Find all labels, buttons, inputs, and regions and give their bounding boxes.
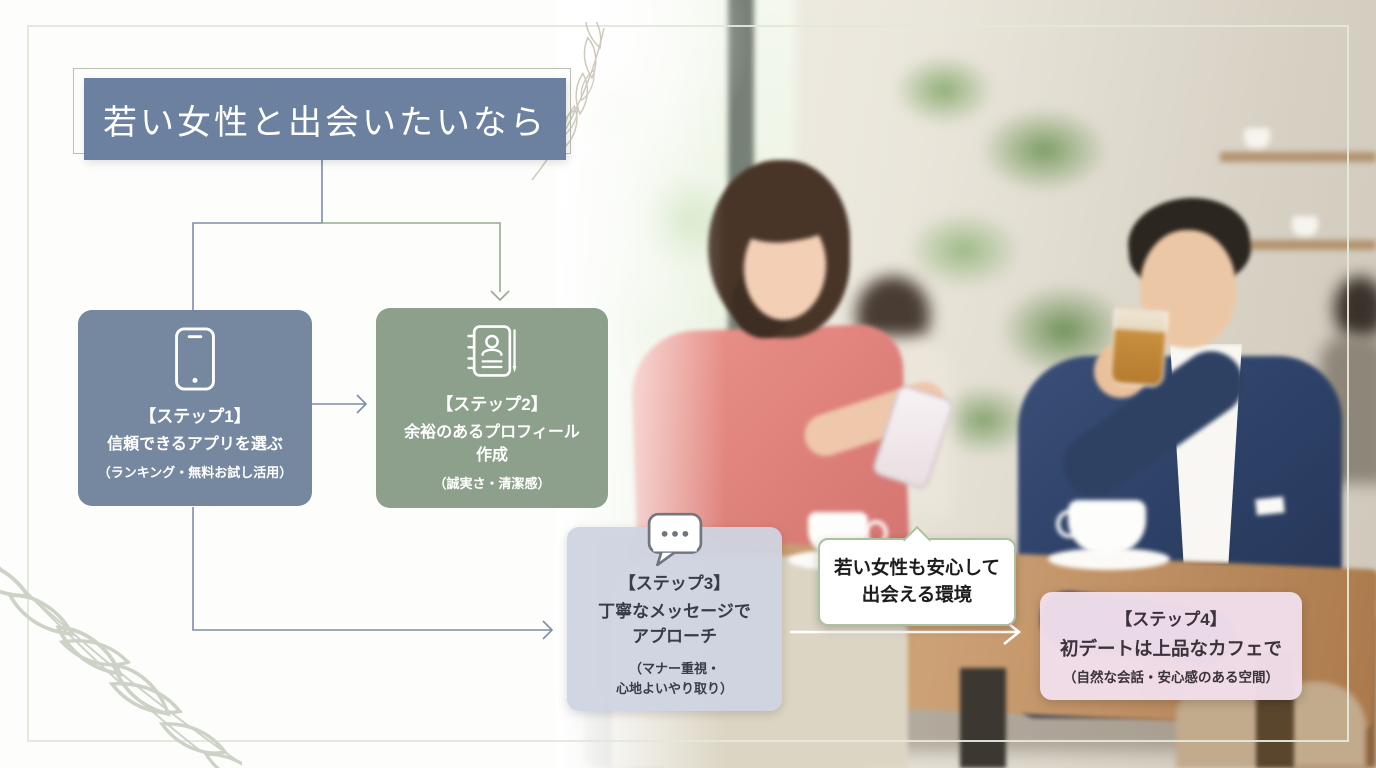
step3-note: （マナー重視・ — [628, 661, 720, 677]
saucer — [1048, 548, 1170, 570]
callout-line1: 若い女性も安心して — [834, 555, 1000, 582]
arrowhead-step2-top — [490, 290, 510, 302]
callout-bubble: 若い女性も安心して 出会える環境 — [818, 525, 1016, 626]
leaf-decoration-bottom — [0, 556, 242, 768]
step4-body: 初デートは上品なカフェで — [1059, 638, 1282, 659]
tea-glass — [1109, 306, 1169, 388]
step3-note2: 心地よいやり取り） — [615, 680, 733, 696]
step2-box: 【ステップ2】 余裕のあるプロフィール 作成 （誠実さ・清潔感） — [376, 308, 608, 508]
step3-body: 丁寧なメッセージで — [598, 602, 751, 621]
wall-shelf — [1220, 240, 1376, 250]
step4-heading: 【ステップ4】 — [1115, 610, 1227, 629]
step3-body2: アプローチ — [632, 626, 717, 646]
step1-body: 信頼できるアプリを選ぶ — [107, 436, 283, 453]
title-banner: 若い女性と出会いたいなら — [84, 78, 566, 160]
arrowhead-step2 — [356, 394, 368, 414]
pocket-square — [1255, 496, 1285, 516]
callout-line2: 出会える環境 — [861, 582, 973, 609]
connector-title-step2 — [322, 222, 501, 292]
step4-box: 【ステップ4】 初デートは上品なカフェで （自然な会話・安心感のある空間） — [1040, 592, 1302, 700]
profile-book-icon — [467, 325, 517, 377]
arrowhead-step3 — [542, 620, 554, 640]
shelf-cup — [1244, 128, 1270, 148]
photo-blend-overlay — [556, 0, 856, 260]
step1-note: （ランキング・無料お試し活用） — [97, 465, 293, 481]
page-title: 若い女性と出会いたいなら — [103, 104, 547, 142]
shelf-cup — [1292, 216, 1318, 236]
chat-bubble-icon — [647, 512, 703, 566]
wall-shelf — [1220, 152, 1376, 162]
step1-heading: 【ステップ1】 — [139, 407, 251, 426]
step4-note: （自然な会話・安心感のある空間） — [1063, 669, 1279, 685]
background-person — [1334, 276, 1376, 342]
table-leg — [960, 668, 1006, 768]
step3-box: 【ステップ3】 丁寧なメッセージで アプローチ （マナー重視・ 心地よいやり取り… — [567, 527, 782, 711]
step2-body: 余裕のあるプロフィール — [404, 424, 580, 441]
smartphone-icon — [175, 327, 215, 391]
step1-box: 【ステップ1】 信頼できるアプリを選ぶ （ランキング・無料お試し活用） — [78, 310, 312, 506]
step2-heading: 【ステップ2】 — [436, 395, 548, 414]
step3-heading: 【ステップ3】 — [618, 574, 731, 593]
cup-handle — [1056, 510, 1082, 538]
step2-note: （誠実さ・清潔感） — [433, 476, 551, 492]
connector-title-step1 — [192, 160, 323, 311]
step2-body2: 作成 — [475, 447, 508, 465]
connector-step1-step3 — [192, 507, 551, 631]
